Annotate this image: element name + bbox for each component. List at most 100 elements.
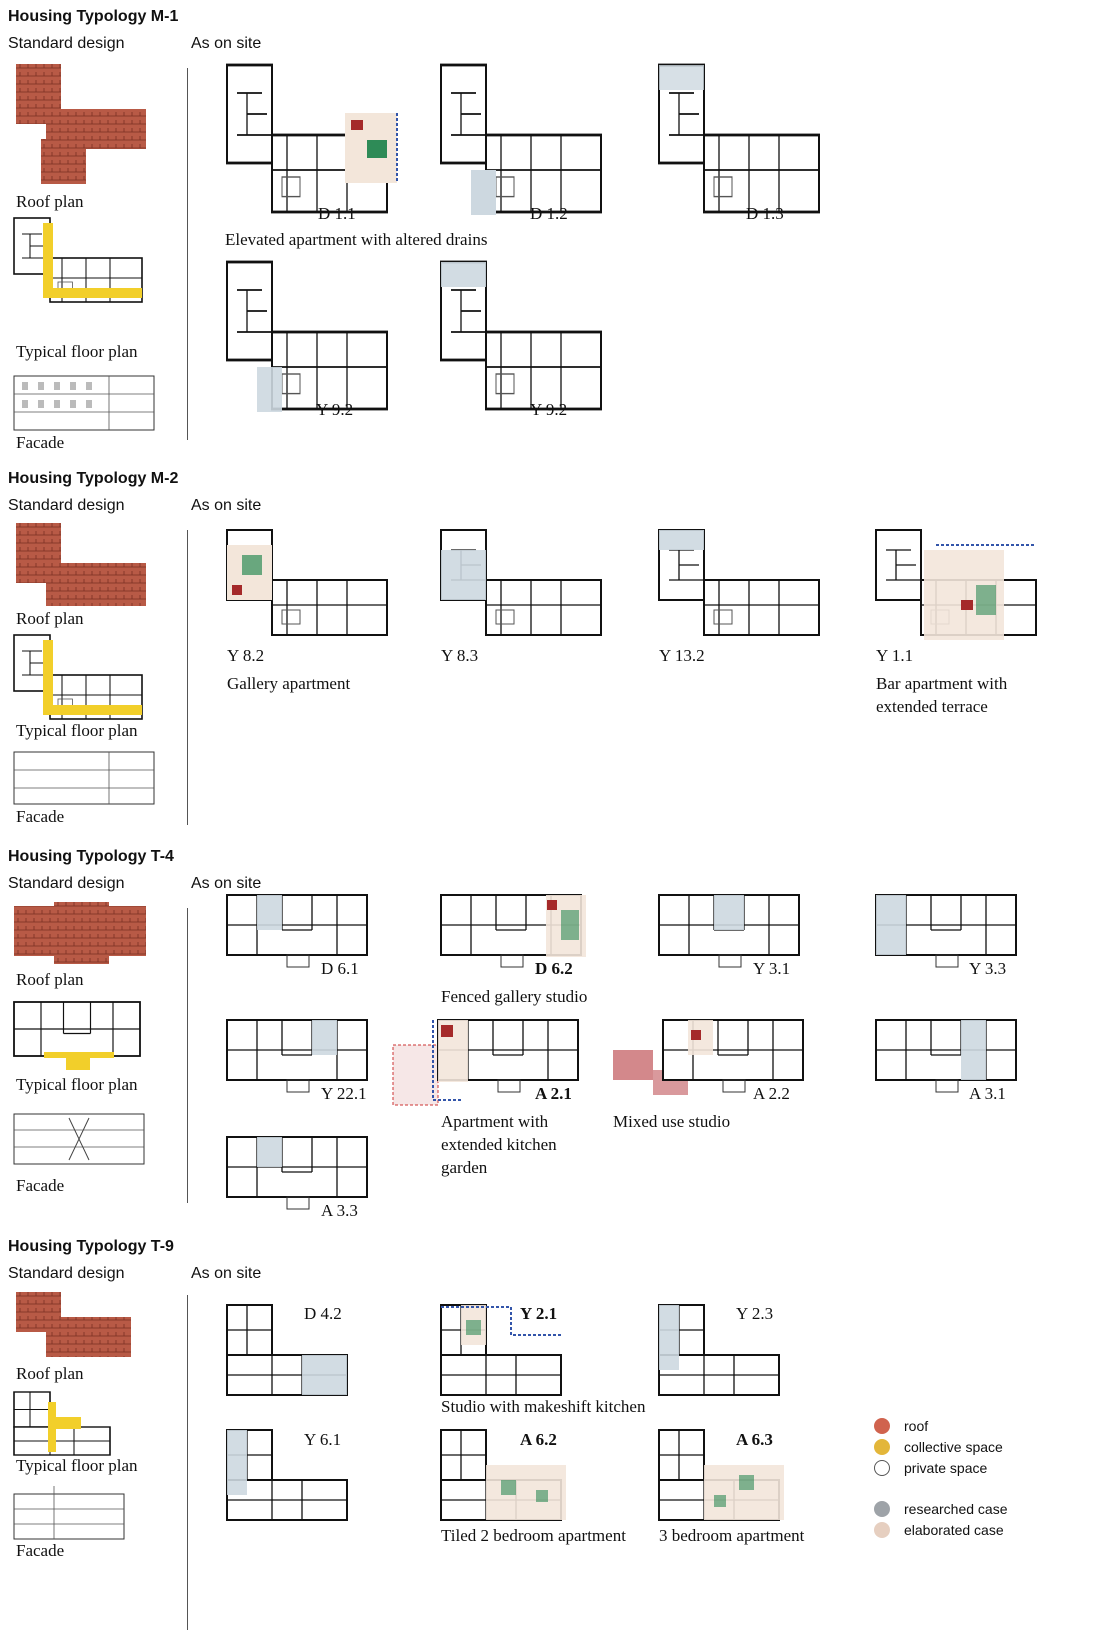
as-on-site-label: As on site [191, 1265, 262, 1282]
case-code: A 6.2 [520, 1430, 557, 1449]
plan-y8-3 [440, 529, 602, 636]
plan-d1-1 [225, 63, 398, 214]
case-caption: Studio with makeshift kitchen [441, 1397, 646, 1416]
roof-plan-label: Roof plan [16, 609, 84, 628]
plan-y6-1 [226, 1429, 348, 1521]
roof-plan-label: Roof plan [16, 1364, 84, 1383]
standard-design-label: Standard design [8, 1265, 125, 1282]
facade-m1 [13, 375, 155, 431]
roof-plan-t9 [16, 1292, 131, 1357]
plan-y3-3 [875, 894, 1017, 968]
case-code: Y 9.2 [316, 400, 354, 419]
case-caption: 3 bedroom apartment [659, 1526, 805, 1545]
typical-floor-plan-label: Typical floor plan [16, 342, 138, 361]
plan-d6-2 [440, 894, 586, 968]
roof-plan-label: Roof plan [16, 192, 84, 211]
case-code: A 6.3 [736, 1430, 773, 1449]
legend-label: collective space [904, 1439, 1003, 1455]
typical-floor-plan-label: Typical floor plan [16, 1075, 138, 1094]
section-title-t4: Housing Typology T-4 [8, 848, 174, 865]
legend-item-private: private space [874, 1460, 987, 1476]
plan-y9-2-b [439, 260, 603, 411]
case-code: Y 22.1 [321, 1084, 367, 1103]
case-code: Y 8.3 [441, 646, 479, 665]
case-code: Y 13.2 [659, 646, 705, 665]
plan-y8-2 [226, 529, 388, 636]
as-on-site-label: As on site [191, 35, 262, 52]
plan-a6-3 [658, 1429, 784, 1521]
typical-floor-plan-t9 [13, 1391, 111, 1456]
legend-item-collective: collective space [874, 1439, 1003, 1455]
case-code: D 1.3 [746, 204, 784, 223]
case-code: Y 8.2 [227, 646, 265, 665]
section-divider [187, 908, 188, 1203]
case-code: Y 2.1 [520, 1304, 558, 1323]
case-code: D 4.2 [304, 1304, 342, 1323]
case-code: Y 3.1 [753, 959, 791, 978]
standard-design-label: Standard design [8, 497, 125, 514]
plan-d6-1 [226, 894, 368, 968]
typical-floor-plan-t4 [13, 1001, 141, 1070]
researched-swatch [874, 1501, 890, 1517]
plan-d1-2 [439, 63, 603, 215]
case-caption: Bar apartment with extended terrace [876, 674, 1008, 716]
section-divider [187, 530, 188, 825]
elaborated-swatch [874, 1522, 890, 1538]
plan-a3-3 [226, 1136, 368, 1210]
case-code: Y 9.2 [530, 400, 568, 419]
case-code: A 3.3 [321, 1201, 358, 1220]
collective-swatch [874, 1439, 890, 1455]
legend-label: elaborated case [904, 1522, 1004, 1538]
facade-label: Facade [16, 433, 65, 452]
plan-y1-1 [875, 529, 1037, 640]
facade-label: Facade [16, 1541, 65, 1560]
case-code: Y 3.3 [969, 959, 1007, 978]
legend-label: researched case [904, 1501, 1008, 1517]
legend-item-roof: roof [874, 1418, 928, 1434]
case-code: Y 2.3 [736, 1304, 774, 1323]
standard-design-label: Standard design [8, 35, 125, 52]
section-divider [187, 68, 188, 440]
plan-y2-3 [658, 1304, 780, 1396]
roof-plan-label: Roof plan [16, 970, 84, 989]
section-divider [187, 1295, 188, 1630]
case-caption: Apartment with extended kitchen garden [441, 1112, 557, 1177]
plan-d4-2 [226, 1304, 348, 1396]
case-caption: Gallery apartment [227, 674, 351, 693]
case-code: A 2.1 [535, 1084, 572, 1103]
case-code: Y 1.1 [876, 646, 914, 665]
roof-plan-m1 [16, 64, 146, 184]
case-caption: Mixed use studio [613, 1112, 731, 1131]
case-code: A 3.1 [969, 1084, 1006, 1103]
case-caption: Elevated apartment with altered drains [225, 230, 488, 249]
facade-label: Facade [16, 1176, 65, 1195]
typical-floor-plan-label: Typical floor plan [16, 721, 138, 740]
facade-t9 [13, 1486, 125, 1540]
legend-label: private space [904, 1460, 988, 1476]
as-on-site-label: As on site [191, 875, 262, 892]
plan-y3-1 [658, 894, 800, 968]
plan-y13-2 [658, 529, 820, 636]
section-title-m2: Housing Typology M-2 [8, 470, 179, 487]
facade-m2 [13, 751, 155, 805]
plan-a2-2 [613, 1019, 804, 1095]
roof-plan-t4 [14, 902, 146, 964]
case-code: D 6.1 [321, 959, 359, 978]
plan-y9-2-a [225, 260, 389, 412]
legend-item-elaborated: elaborated case [874, 1522, 1004, 1538]
plan-a6-2 [440, 1429, 566, 1521]
as-on-site-label: As on site [191, 497, 262, 514]
case-code: D 1.2 [530, 204, 568, 223]
case-caption: Tiled 2 bedroom apartment [441, 1526, 626, 1545]
plan-y2-1 [440, 1304, 562, 1396]
plan-a3-1 [875, 1019, 1017, 1093]
facade-t4 [13, 1113, 145, 1165]
facade-label: Facade [16, 807, 65, 826]
roof-swatch [874, 1418, 890, 1434]
case-code: A 2.2 [753, 1084, 790, 1103]
plan-y22-1 [226, 1019, 368, 1093]
typical-floor-plan-m1 [13, 217, 143, 303]
legend-label: roof [904, 1418, 929, 1434]
typical-floor-plan-m2 [13, 634, 143, 720]
case-code: D 6.2 [535, 959, 573, 978]
